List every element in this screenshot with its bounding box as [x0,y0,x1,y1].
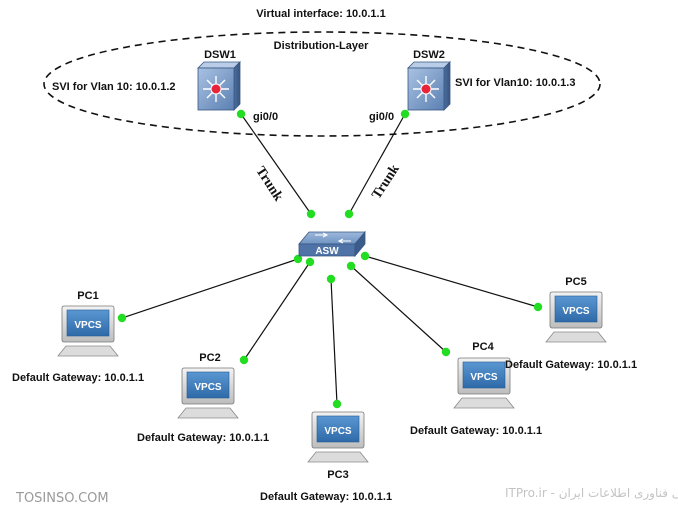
dsw2-label: DSW2 [413,49,445,61]
dsw1-svi-label: SVI for Vlan 10: 10.0.1.2 [52,81,176,93]
link-dot [326,274,336,284]
link-dot [360,251,370,261]
links [121,113,539,405]
link-asw-pc5 [364,255,539,308]
link-dot [346,261,356,271]
link-dsw2-asw [348,113,406,215]
link-dot [236,109,246,119]
pc1-gateway-label: Default Gateway: 10.0.1.1 [12,372,144,384]
dsw2-port-label: gi0/0 [369,111,394,123]
dsw1-label: DSW1 [204,49,236,61]
link-dot [117,313,127,323]
pc2-gateway-label: Default Gateway: 10.0.1.1 [137,432,269,444]
distribution-layer-boundary [43,31,601,137]
link-dot [400,109,410,119]
link-endpoints [117,109,543,409]
link-asw-pc2 [243,261,311,361]
pc1-icon[interactable]: VPCS [57,305,119,357]
link-dot [344,209,354,219]
pc2-label: PC2 [199,352,220,364]
virtual-interface-label: Virtual interface: 10.0.1.1 [256,8,385,20]
watermark-right: انجمن تخصصی فناوری اطلاعات ایران - ITPro… [505,486,678,501]
pc5-screen-text: VPCS [562,306,590,317]
link-dot [332,399,342,409]
pc4-label: PC4 [472,341,494,353]
link-dot [533,302,543,312]
dsw1-switch-icon[interactable] [197,61,241,111]
watermark-left: TOSINSO.COM [15,491,109,506]
link-dot [306,209,316,219]
pc4-icon[interactable]: VPCS [453,357,515,409]
pc5-gateway-label: Default Gateway: 10.0.1.1 [505,359,637,371]
pc3-icon[interactable]: VPCS [307,411,369,463]
dsw1-port-label: gi0/0 [253,111,278,123]
pc3-label: PC3 [327,469,348,481]
dsw2-svi-label: SVI for Vlan10: 10.0.1.3 [455,77,575,89]
pc5-icon[interactable]: VPCS [545,291,607,343]
asw-label: ASW [315,246,339,257]
pc2-screen-text: VPCS [194,382,222,393]
pc3-gateway-label: Default Gateway: 10.0.1.1 [260,491,392,503]
link-dot [239,355,249,365]
link-asw-pc4 [350,265,447,353]
pc2-icon[interactable]: VPCS [177,367,239,419]
link-dot [305,257,315,267]
distribution-layer-label: Distribution-Layer [274,40,369,52]
link-asw-pc1 [121,258,299,319]
pc1-label: PC1 [77,290,98,302]
pc1-screen-text: VPCS [74,320,102,331]
link-asw-pc3 [330,278,338,405]
link-dsw1-asw [240,113,312,215]
asw-switch-icon[interactable]: ASW [298,230,366,258]
link-dot [293,254,303,264]
pc4-screen-text: VPCS [470,372,498,383]
link-dot [441,347,451,357]
dsw2-switch-icon[interactable] [407,61,451,111]
pc5-label: PC5 [565,276,586,288]
pc3-screen-text: VPCS [324,426,352,437]
pc4-gateway-label: Default Gateway: 10.0.1.1 [410,425,542,437]
